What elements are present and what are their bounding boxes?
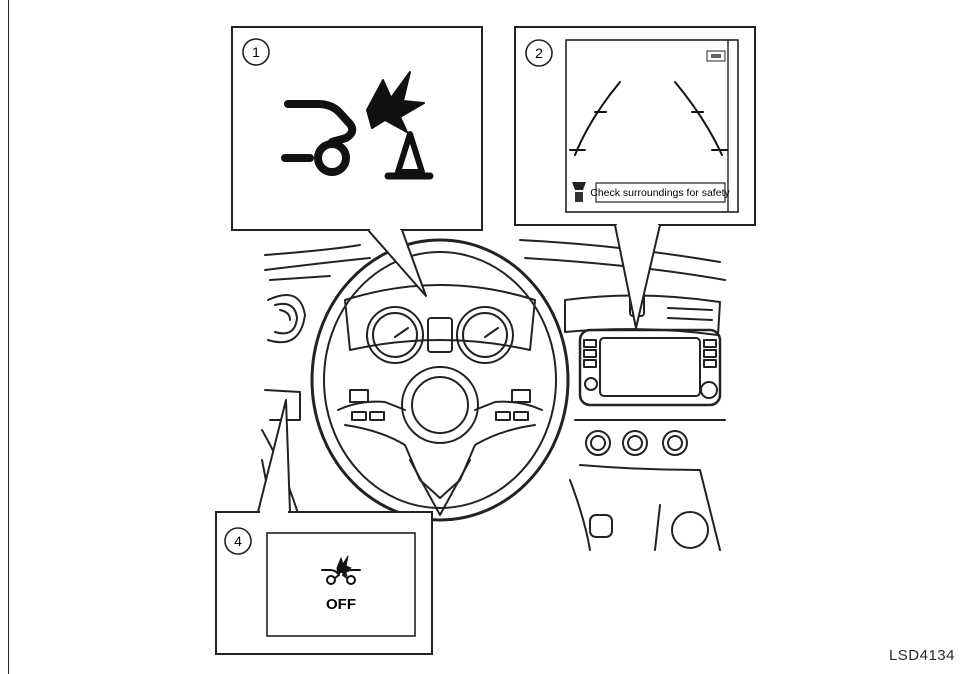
callout-2: 2 Check surroundings for safety xyxy=(515,27,755,328)
callout-1-number: 1 xyxy=(252,44,260,60)
center-console xyxy=(565,292,725,550)
camera-warning-icon xyxy=(570,180,588,204)
safety-reminder-message: Check surroundings for safety xyxy=(590,187,730,199)
callout-2-number-badge: 2 xyxy=(526,40,552,66)
off-switch-label: OFF xyxy=(326,596,356,613)
figure-id: LSD4134 xyxy=(889,647,955,664)
callout-4-number: 4 xyxy=(234,533,242,549)
callout-2-number: 2 xyxy=(535,45,543,61)
rear-camera-display: Check surroundings for safety xyxy=(566,40,738,212)
steering-wheel xyxy=(312,240,568,520)
left-air-vent xyxy=(268,295,305,342)
callout-4-number-badge: 4 xyxy=(225,528,251,554)
off-switch-panel xyxy=(267,533,415,636)
instrument-cluster xyxy=(345,285,535,363)
callout-1-number-badge: 1 xyxy=(243,39,269,65)
